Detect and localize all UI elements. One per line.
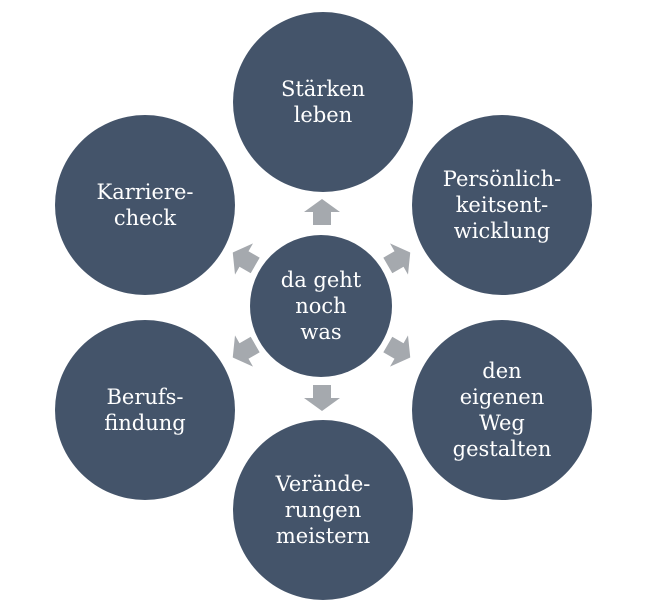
node-label: Berufs- findung — [104, 385, 186, 435]
node-label: Karriere- check — [96, 180, 194, 230]
arrow-upleft-icon — [232, 243, 260, 275]
node-veraenderungen-meistern: Verände- rungen meistern — [233, 420, 413, 600]
node-persoenlichkeitsentwicklung: Persönlich- keitsent- wicklung — [412, 115, 592, 295]
node-den-eigenen-weg-gestalten: den eigenen Weg gestalten — [412, 320, 592, 500]
arrow-down-icon — [304, 385, 340, 411]
center-label: da geht noch was — [280, 268, 362, 344]
arrow-to-karrierecheck — [224, 237, 265, 281]
arrow-downright-icon — [383, 335, 411, 367]
node-label: den eigenen Weg gestalten — [452, 359, 552, 461]
node-label: Persönlich- keitsent- wicklung — [442, 167, 562, 243]
arrow-to-den-eigenen-weg-gestalten — [379, 329, 420, 373]
arrow-to-persoenlichkeitsentwicklung — [379, 237, 420, 281]
node-label: Verände- rungen meistern — [275, 472, 371, 548]
arrow-to-berufsfindung — [224, 329, 265, 373]
arrow-to-staerken-leben — [304, 199, 340, 225]
arrow-upright-icon — [383, 243, 411, 275]
node-staerken-leben: Stärken leben — [233, 12, 413, 192]
node-berufsfindung: Berufs- findung — [55, 320, 235, 500]
arrow-downleft-icon — [232, 335, 260, 367]
node-label: Stärken leben — [280, 77, 366, 127]
node-karrierecheck: Karriere- check — [55, 115, 235, 295]
arrow-up-icon — [304, 199, 340, 225]
arrow-to-veraenderungen-meistern — [304, 385, 340, 411]
center-node: da geht noch was — [250, 235, 392, 377]
